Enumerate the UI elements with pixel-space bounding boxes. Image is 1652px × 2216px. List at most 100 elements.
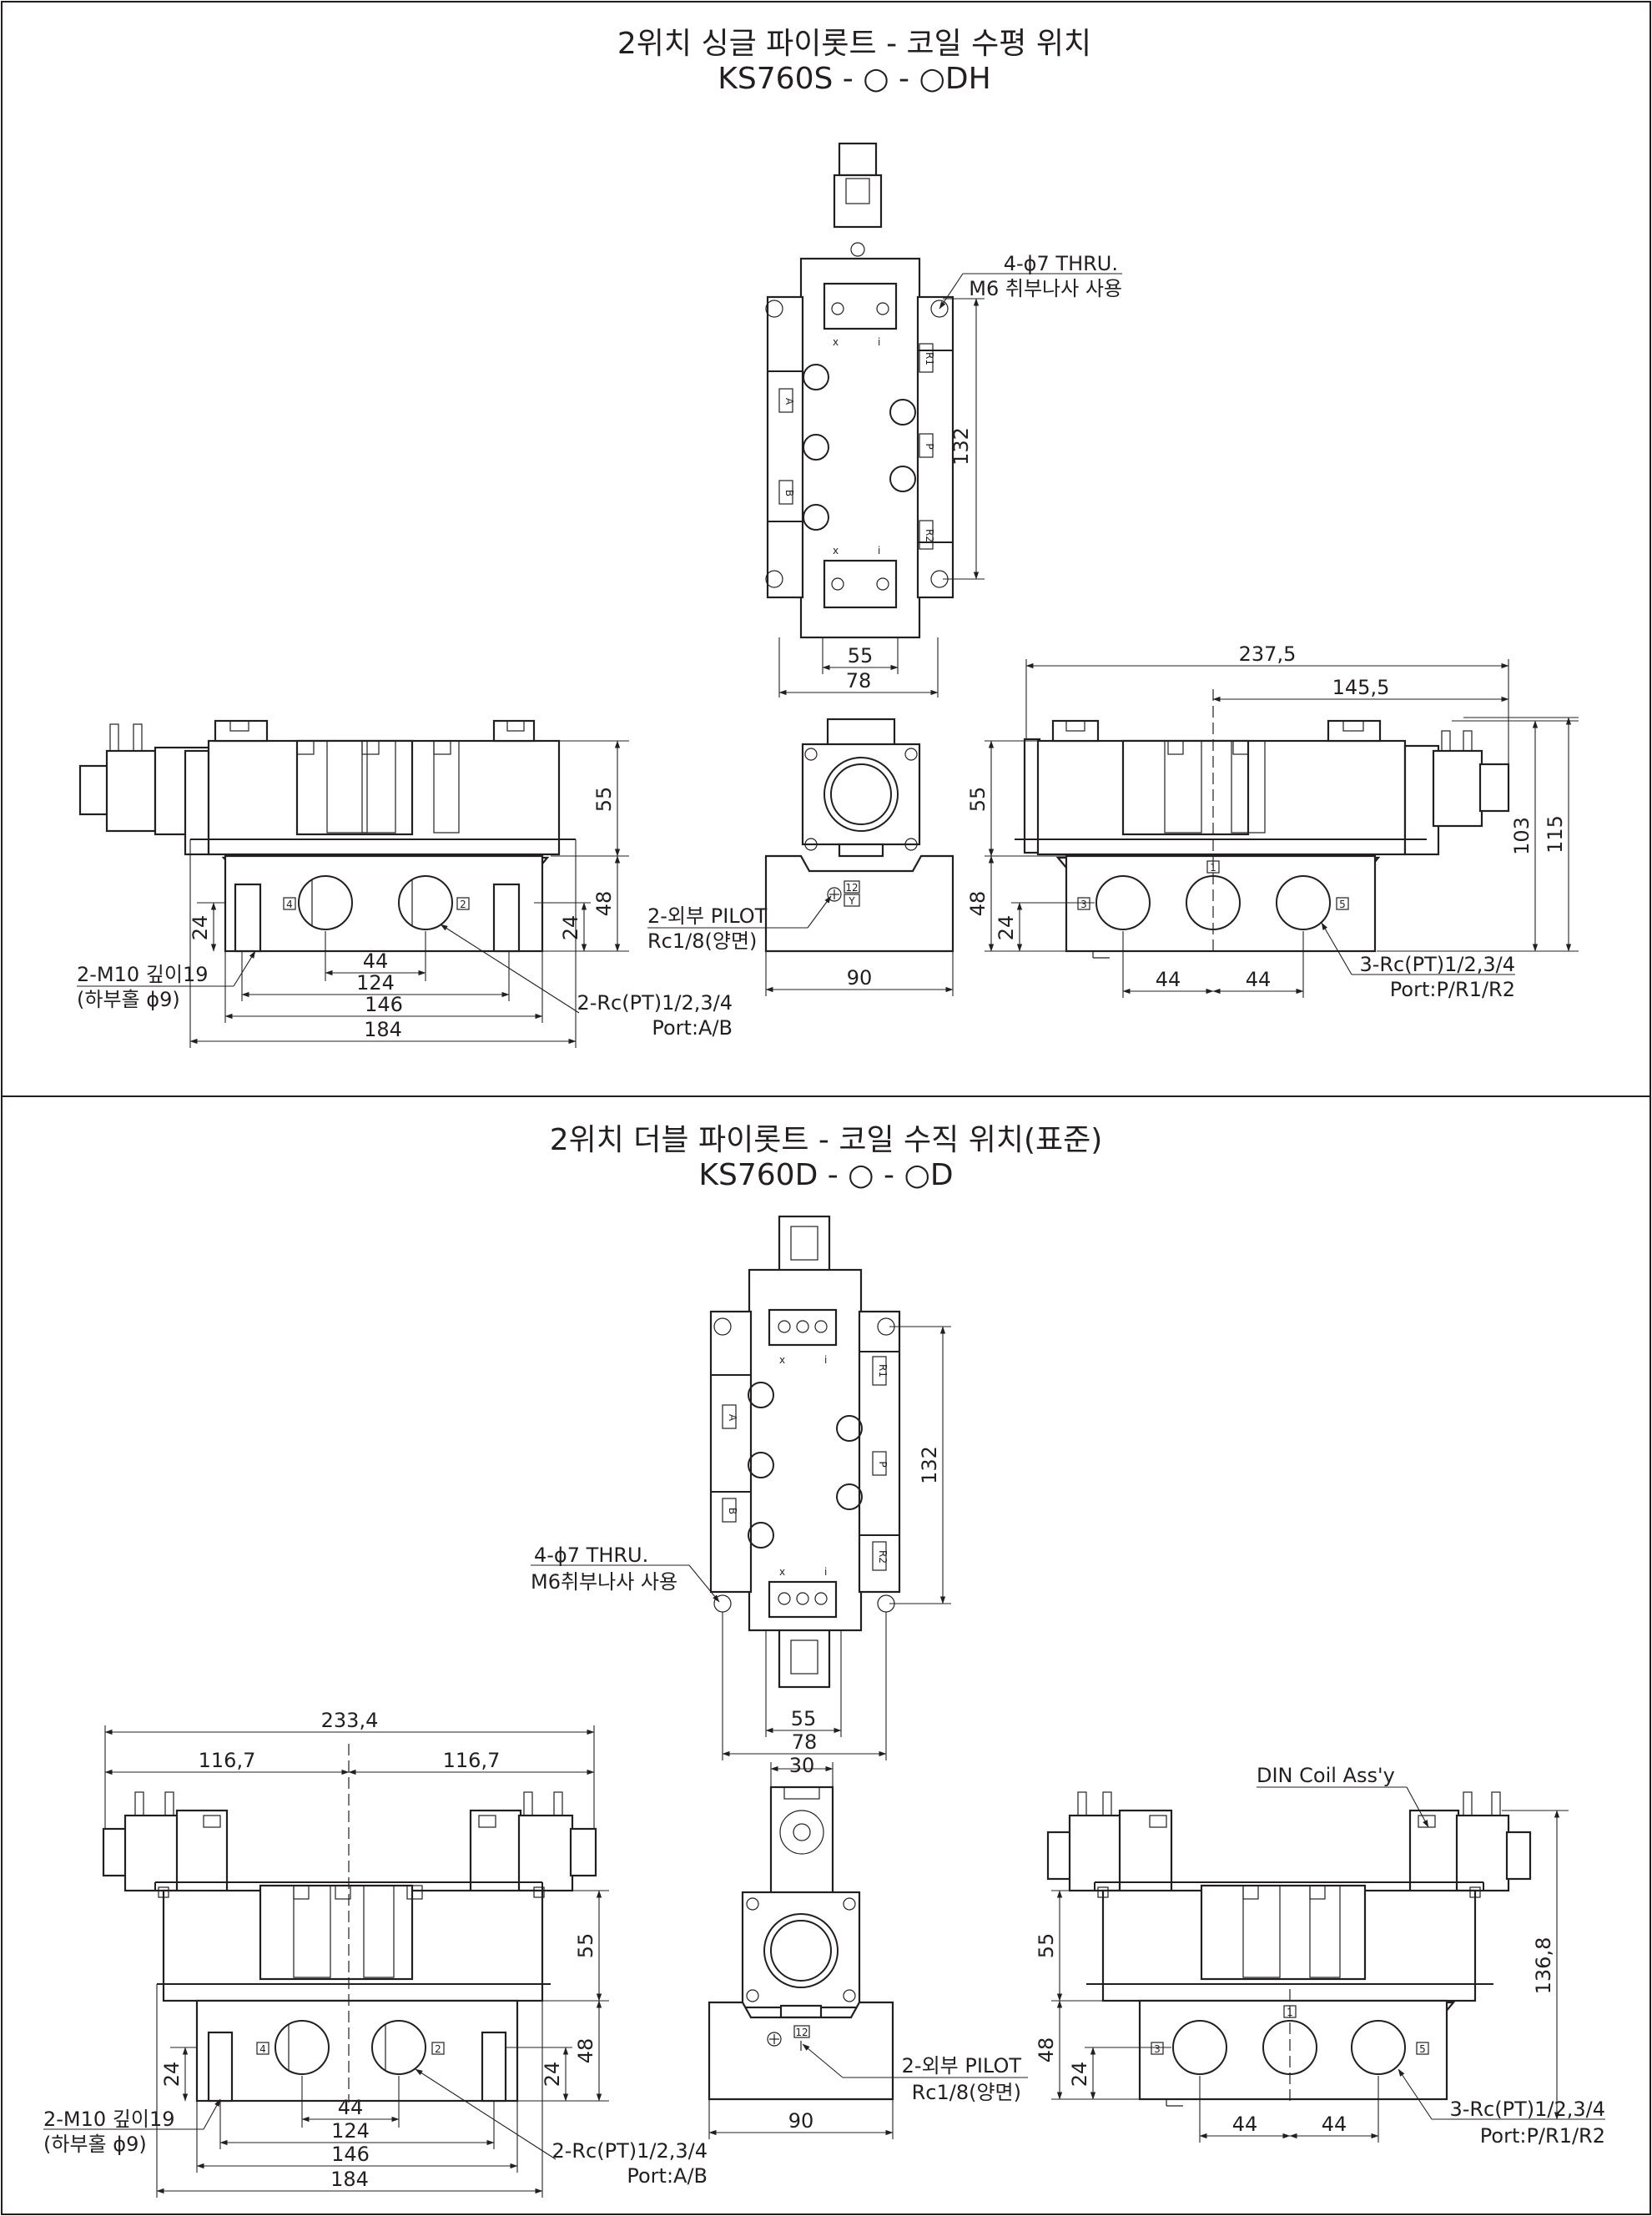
dim-rear-body-height: 55 <box>1035 1933 1058 1959</box>
dim-rear-115: 115 <box>1544 815 1567 854</box>
dim-body-height: 55 <box>592 787 616 813</box>
coil-body-left <box>105 749 157 833</box>
port-label: R2 <box>924 529 935 542</box>
single-rear-view: 3 1 5 237,5 145,5 55 48 24 103 <box>966 642 1579 1001</box>
pilot-left-rear <box>1118 1809 1173 1901</box>
coil-note: DIN Coil Ass'y <box>1257 1764 1395 1787</box>
single-front-view: 4 2 55 48 24 24 44 124 146 <box>77 719 733 1048</box>
actuator-left <box>295 739 414 836</box>
actuator-rear-double <box>1200 1884 1367 1981</box>
pilot-mark: x <box>833 545 839 557</box>
dim-rear-port-center: 24 <box>995 915 1018 941</box>
section-frame-double <box>1 1095 1651 2215</box>
pilot-note-1: 2-외부 PILOT <box>647 904 768 928</box>
pilot-port-icon <box>763 1913 839 1988</box>
dim-mount-pitch: 124 <box>356 971 395 995</box>
side-port-mark: 12 <box>795 2027 808 2038</box>
mount-hole-icon <box>713 1594 732 1613</box>
port-label: R1 <box>877 1364 889 1377</box>
port-mark: 3 <box>1154 2043 1161 2055</box>
dim-outer-width: 78 <box>846 669 872 692</box>
port-label: B <box>783 490 795 496</box>
dim-rear-pitch-1: 44 <box>1156 968 1181 991</box>
dim-double-port-pitch: 44 <box>338 2096 364 2119</box>
title-single-line1: 2위치 싱글 파이롯트 - 코일 수평 위치 <box>617 27 1091 61</box>
pilot-block-bottom-double <box>768 1580 838 1619</box>
dim-rear-overall: 237,5 <box>1239 642 1297 666</box>
double-front-view: 4 2 233,4 116,7 116,7 55 48 24 24 <box>43 1709 708 2198</box>
actuator-rear <box>1121 739 1250 836</box>
dim-port-center-right: 24 <box>559 915 582 941</box>
dim-inner-width: 55 <box>848 644 874 667</box>
rear-port-note-1: 3-Rc(PT)1/2,3/4 <box>1359 953 1515 976</box>
port-label: R1 <box>924 352 935 365</box>
port-4-icon <box>298 875 353 930</box>
port-note-1: 2-Rc(PT)1/2,3/4 <box>577 991 733 1015</box>
port-2-icon <box>398 875 453 930</box>
coil-plug <box>78 764 110 816</box>
side-body <box>801 743 921 846</box>
base-block <box>224 854 544 953</box>
pilot-mark: x <box>779 1566 785 1578</box>
dim-double-body-height: 55 <box>574 1933 597 1959</box>
left-flange-double <box>709 1310 753 1594</box>
coil-left <box>123 1814 180 1892</box>
dim-double-half-right: 116,7 <box>443 1749 501 1772</box>
rear-port-note-2: Port:P/R1/R2 <box>1480 2124 1605 2148</box>
tap-note-2: (하부홀 ϕ9) <box>43 2133 147 2156</box>
dim-double-overall-length: 184 <box>330 2168 369 2191</box>
dim-port-pitch: 44 <box>363 949 389 973</box>
dim-rear-pitch-1: 44 <box>1232 2113 1258 2136</box>
pilot-mark: i <box>824 1354 827 1366</box>
dim-pitch: 132 <box>949 427 973 466</box>
pilot-block-top-double <box>768 1308 838 1347</box>
dim-overall-length: 184 <box>364 1018 402 1041</box>
port-5-icon <box>1276 875 1331 930</box>
dim-double-port-center-right: 24 <box>541 2062 564 2088</box>
dim-inner-width: 55 <box>791 1707 817 1730</box>
side-port-mark: 12 <box>845 882 858 894</box>
port-label: P <box>877 1461 889 1467</box>
port-4-icon <box>274 2020 330 2075</box>
left-flange <box>766 295 804 599</box>
coil-plug-right <box>569 1827 597 1877</box>
coil-right <box>517 1814 574 1892</box>
base-block-rear <box>1065 854 1377 953</box>
dim-base-length: 146 <box>365 993 403 1016</box>
port-icon <box>748 1522 774 1549</box>
dim-rear-port-center: 24 <box>1068 2062 1091 2088</box>
coil-plug-right-rear <box>1505 1831 1532 1881</box>
port-note-2: Port:A/B <box>627 2164 708 2188</box>
section-double: 2위치 더블 파이롯트 - 코일 수직 위치(표준) KS760D - ○ - … <box>43 1123 1605 2198</box>
port-b-icon <box>803 434 829 461</box>
double-rear-view: 3 1 5 55 48 24 136,8 44 44 <box>1035 1764 1605 2148</box>
mount-hole-icon <box>765 300 783 318</box>
port-3-icon <box>1172 2020 1227 2075</box>
port-mark: 5 <box>1419 2043 1426 2055</box>
pilot-mark: x <box>779 1354 785 1366</box>
port-mark: 4 <box>259 2043 266 2055</box>
single-side-view: 12 Y 90 2-외부 PILOT Rc1/8(양면) <box>647 718 954 996</box>
coil-body-rear <box>1432 749 1483 828</box>
dim-base-height: 48 <box>592 891 616 917</box>
port-mark: 3 <box>1080 899 1087 910</box>
dim-rear-to-center: 145,5 <box>1332 676 1390 699</box>
port-r1-icon <box>836 1415 863 1442</box>
pilot-port-icon <box>823 757 899 832</box>
mount-hole-icon <box>765 570 783 588</box>
port-mark: 2 <box>460 899 466 910</box>
port-r1-icon <box>889 399 916 426</box>
port-mark: 4 <box>286 899 293 910</box>
double-side-view: 12 30 90 2-외부 PILOT Rc1/8(양면) <box>708 1754 1028 2139</box>
coil-bottom <box>778 1625 831 1689</box>
single-top-view: x i x i R1 P R2 A B 132 55 <box>765 142 1122 698</box>
pilot-screw-icon <box>850 242 865 257</box>
coil-top <box>778 1215 831 1278</box>
pilot-block-top <box>823 282 898 330</box>
side-port-mark: Y <box>848 895 855 907</box>
rear-port-note-2: Port:P/R1/R2 <box>1390 978 1515 1001</box>
dim-side-width: 90 <box>788 2109 814 2133</box>
coil-plug-left-rear <box>1046 1831 1073 1881</box>
dim-double-port-center-left: 24 <box>160 2062 184 2088</box>
coil-body <box>833 174 883 229</box>
